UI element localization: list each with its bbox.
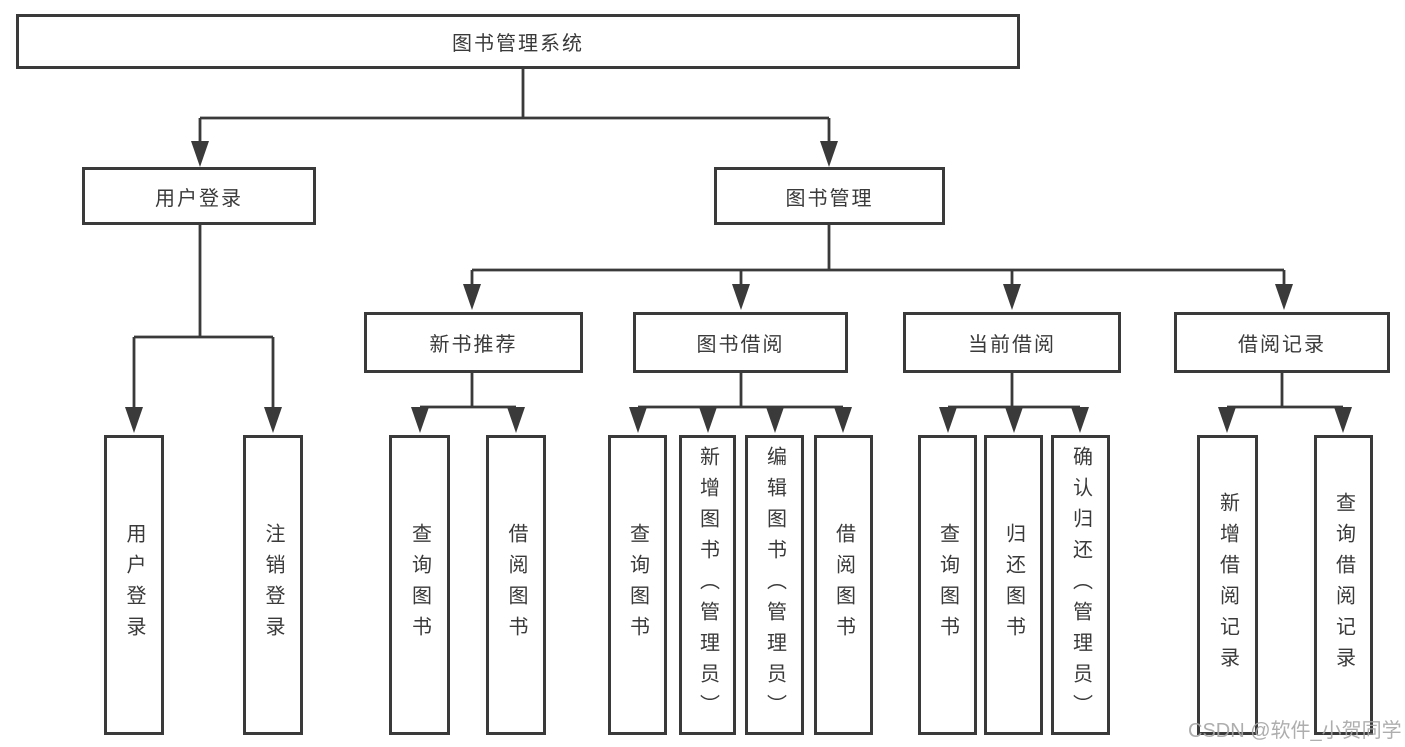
node-label: 用户登录 [155, 187, 243, 210]
leaf-query-books-borrowing: 查询图书 [608, 435, 667, 735]
leaf-label: 确认归还（管理员） [1069, 445, 1092, 725]
arrow-down-icon [939, 407, 957, 433]
watermark: CSDN @软件_小贺同学 [1188, 720, 1402, 742]
leaf-query-borrow-record: 查询借阅记录 [1314, 435, 1373, 735]
arrow-down-icon [1218, 407, 1236, 433]
arrow-down-icon [411, 407, 429, 433]
arrow-down-icon [766, 407, 784, 433]
arrow-down-icon [125, 407, 143, 433]
leaf-add-borrow-record: 新增借阅记录 [1197, 435, 1258, 735]
connector-current-borrowing-to-leaves [939, 373, 1089, 433]
leaf-label: 查询图书 [936, 523, 959, 647]
leaf-logout: 注销登录 [243, 435, 303, 735]
node-book-management: 图书管理 [714, 167, 945, 225]
node-current-borrowing: 当前借阅 [903, 312, 1121, 373]
node-borrow-records: 借阅记录 [1174, 312, 1390, 373]
leaf-user-login: 用户登录 [104, 435, 164, 735]
arrow-down-icon [699, 407, 717, 433]
node-label: 借阅记录 [1238, 334, 1326, 356]
node-book-borrowing: 图书借阅 [633, 312, 848, 373]
connector-root-to-level2 [191, 69, 838, 167]
arrow-down-icon [507, 407, 525, 433]
leaf-label: 编辑图书（管理员） [763, 445, 786, 725]
node-library-management-system: 图书管理系统 [16, 14, 1020, 69]
node-label: 图书管理 [785, 187, 874, 210]
node-label: 新书推荐 [429, 334, 518, 356]
arrow-down-icon [834, 407, 852, 433]
leaf-label: 查询图书 [408, 523, 431, 647]
connector-book-borrowing-to-leaves [629, 373, 852, 433]
arrow-down-icon [732, 284, 750, 310]
leaf-label: 查询图书 [626, 523, 649, 647]
arrow-down-icon [264, 407, 282, 433]
arrow-down-icon [1334, 407, 1352, 433]
leaf-label: 借阅图书 [832, 523, 855, 647]
leaf-label: 借阅图书 [505, 523, 527, 647]
leaf-edit-book-admin: 编辑图书（管理员） [745, 435, 804, 735]
connector-borrow-records-to-leaves [1218, 373, 1352, 433]
arrow-down-icon [1005, 407, 1023, 433]
connector-user-login-to-leaves [125, 225, 282, 433]
leaf-label: 归还图书 [1002, 523, 1025, 647]
arrow-down-icon [1071, 407, 1089, 433]
leaf-label: 新增图书（管理员） [696, 445, 719, 725]
leaf-label: 新增借阅记录 [1216, 492, 1239, 678]
leaf-confirm-return-admin: 确认归还（管理员） [1051, 435, 1110, 735]
connector-book-management-to-mids [463, 225, 1293, 310]
leaf-return-books: 归还图书 [984, 435, 1043, 735]
leaf-label: 查询借阅记录 [1332, 492, 1355, 678]
arrow-down-icon [191, 141, 209, 167]
leaf-query-books-recommend: 查询图书 [389, 435, 450, 735]
arrow-down-icon [629, 407, 647, 433]
node-label: 当前借阅 [968, 334, 1056, 356]
leaf-label: 用户登录 [123, 523, 145, 647]
arrow-down-icon [1275, 284, 1293, 310]
leaf-label: 注销登录 [262, 523, 284, 647]
connector-new-book-recommend-to-leaves [411, 373, 525, 433]
arrow-down-icon [820, 141, 838, 167]
arrow-down-icon [1003, 284, 1021, 310]
leaf-borrow-books-recommend: 借阅图书 [486, 435, 546, 735]
leaf-add-book-admin: 新增图书（管理员） [679, 435, 736, 735]
node-label: 图书借阅 [696, 334, 785, 356]
arrow-down-icon [463, 284, 481, 310]
node-label: 图书管理系统 [452, 33, 584, 55]
leaf-borrow-books-borrowing: 借阅图书 [814, 435, 873, 735]
leaf-query-books-current: 查询图书 [918, 435, 977, 735]
node-user-login: 用户登录 [82, 167, 316, 225]
node-new-book-recommend: 新书推荐 [364, 312, 583, 373]
